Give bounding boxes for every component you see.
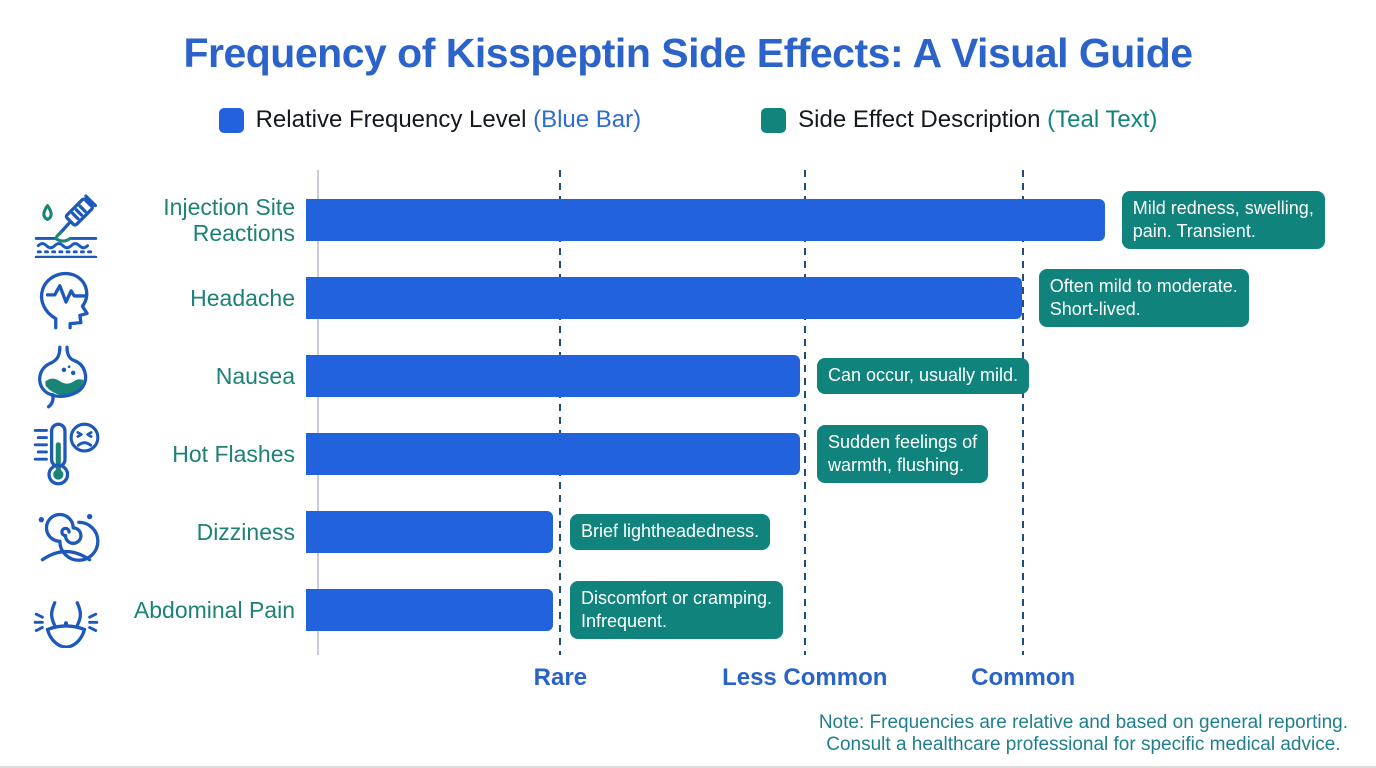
legend-label: Relative Frequency Level (Blue Bar) xyxy=(256,106,642,134)
spiral-head-icon xyxy=(0,494,132,570)
plot-row: Sudden feelings of warmth, flushing. xyxy=(306,424,1357,484)
legend-label: Side Effect Description (Teal Text) xyxy=(798,106,1157,134)
syringe-skin-icon xyxy=(0,182,132,258)
row-label: Headache xyxy=(190,284,295,311)
row-label: Abdominal Pain xyxy=(133,596,295,623)
row-label: Dizziness xyxy=(196,518,295,545)
table-row: Hot Flashes Sudden feelings of warmth, f… xyxy=(0,415,1376,493)
table-row: Abdominal Pain Discomfort or cramping. I… xyxy=(0,571,1376,649)
plot-row: Discomfort or cramping. Infrequent. xyxy=(306,580,1357,640)
frequency-bar xyxy=(306,199,1105,241)
x-tick-rare: Rare xyxy=(533,664,588,691)
description-badge: Discomfort or cramping. Infrequent. xyxy=(569,580,784,640)
frequency-bar xyxy=(306,355,800,397)
head-pulse-icon xyxy=(0,260,132,336)
plot-area: Rare Less Common Common xyxy=(317,170,1357,691)
y-axis-line xyxy=(317,170,319,655)
table-row: Headache Often mild to moderate. Short-l… xyxy=(0,259,1376,337)
legend-label-qualifier: (Blue Bar) xyxy=(533,106,642,133)
x-tick-less-common: Less Common xyxy=(722,664,888,691)
row-label: Hot Flashes xyxy=(172,440,295,467)
blue-swatch-icon xyxy=(218,107,244,133)
frequency-bar xyxy=(306,589,553,631)
legend-label-qualifier: (Teal Text) xyxy=(1047,106,1158,133)
chart-rows: Injection Site Reactions Mild redness, s… xyxy=(0,181,1376,649)
description-badge: Can occur, usually mild. xyxy=(816,358,1030,394)
description-badge: Often mild to moderate. Short-lived. xyxy=(1038,268,1249,328)
table-row: Dizziness Brief lightheadedness. xyxy=(0,493,1376,571)
plot-row: Brief lightheadedness. xyxy=(306,511,1357,553)
legend-label-text: Side Effect Description xyxy=(798,106,1048,133)
table-row: Nausea Can occur, usually mild. xyxy=(0,337,1376,415)
stomach-icon xyxy=(0,338,132,414)
abdomen-icon xyxy=(0,572,132,648)
page-title: Frequency of Kisspeptin Side Effects: A … xyxy=(183,30,1193,76)
plot-row: Can occur, usually mild. xyxy=(306,355,1357,397)
frequency-bar xyxy=(306,511,553,553)
thermometer-icon xyxy=(0,416,132,492)
frequency-bar xyxy=(306,433,800,475)
frequency-bar xyxy=(306,277,1022,319)
plot-row: Mild redness, swelling, pain. Transient. xyxy=(306,190,1357,250)
table-row: Injection Site Reactions Mild redness, s… xyxy=(0,181,1376,259)
gridline-common xyxy=(1022,170,1025,655)
plot-row: Often mild to moderate. Short-lived. xyxy=(306,268,1357,328)
gridline-rare xyxy=(559,170,562,655)
bottom-edge-line xyxy=(0,766,1376,768)
row-label: Nausea xyxy=(215,362,295,389)
legend-item-frequency: Relative Frequency Level (Blue Bar) xyxy=(218,106,642,134)
gridline-less-common xyxy=(803,170,806,655)
footnote: Note: Frequencies are relative and based… xyxy=(818,712,1348,756)
description-badge: Brief lightheadedness. xyxy=(569,514,771,550)
legend-label-text: Relative Frequency Level xyxy=(255,106,534,133)
bar-chart: Rare Less Common Common xyxy=(0,170,1376,700)
legend: Relative Frequency Level (Blue Bar) Side… xyxy=(0,106,1376,134)
teal-swatch-icon xyxy=(761,107,787,133)
description-badge: Mild redness, swelling, pain. Transient. xyxy=(1121,190,1325,250)
description-badge: Sudden feelings of warmth, flushing. xyxy=(816,424,989,484)
row-label: Injection Site Reactions xyxy=(163,193,295,246)
x-tick-common: Common xyxy=(971,664,1076,691)
legend-item-description: Side Effect Description (Teal Text) xyxy=(761,106,1157,134)
